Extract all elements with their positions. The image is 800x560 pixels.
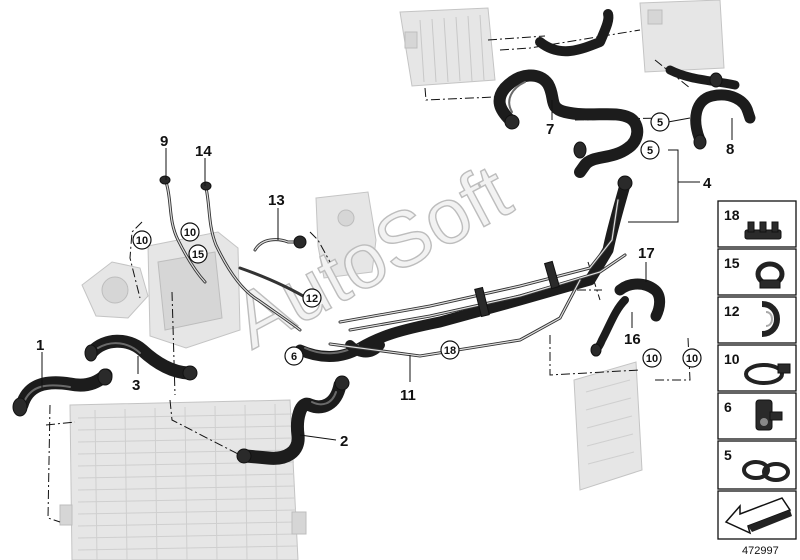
circled-callout-18: 18: [440, 340, 460, 360]
intercooler-left: [399, 7, 496, 87]
svg-text:10: 10: [184, 227, 196, 239]
callout-11: 11: [400, 387, 416, 404]
parts-legend: 18 15 12 10: [717, 200, 797, 540]
callout-9: 9: [160, 133, 168, 150]
callout-8: 8: [726, 141, 734, 158]
legend-item-5: 5: [717, 440, 797, 490]
control-unit: [573, 361, 643, 491]
pipe-9-14: [159, 175, 302, 332]
callout-17: 17: [638, 245, 655, 262]
svg-text:6: 6: [291, 351, 297, 363]
svg-text:10: 10: [646, 353, 658, 365]
leader-lines: [41, 100, 733, 441]
legend-item-18: 18: [717, 200, 797, 248]
retaining-clip-icon: [761, 301, 780, 337]
circled-callout-10c: 10: [642, 348, 662, 368]
svg-text:18: 18: [724, 207, 740, 223]
svg-text:5: 5: [724, 447, 732, 463]
svg-text:5: 5: [647, 145, 653, 157]
cable-clip-icon: [744, 221, 782, 240]
pipe-18: [328, 278, 582, 358]
svg-text:10: 10: [136, 235, 148, 247]
hose-2: [236, 375, 350, 465]
engine-block: [147, 231, 241, 349]
hose-clamp-icon: [744, 363, 791, 385]
callout-13: 13: [268, 192, 285, 209]
svg-text:12: 12: [724, 303, 740, 319]
circled-callout-5b: 5: [640, 140, 660, 160]
callout-4: 4: [703, 175, 712, 192]
callout-7: 7: [546, 121, 554, 138]
circled-callout-12: 12: [302, 288, 322, 308]
reference-arrow-icon: [724, 497, 792, 535]
circled-callout-10d: 10: [682, 348, 702, 368]
svg-text:10: 10: [724, 351, 740, 367]
pipe-4: [338, 198, 627, 332]
callout-labels: 1 2 3 4 7 8 9 11 13 14 16 17: [36, 121, 734, 450]
bracket-clip-icon: [755, 399, 783, 431]
callout-1: 1: [36, 337, 44, 354]
hose-7: [493, 9, 644, 178]
hose-clip-icon: [755, 261, 785, 289]
svg-text:15: 15: [192, 249, 204, 261]
callout-3: 3: [132, 377, 140, 394]
legend-item-12: 12: [717, 296, 797, 344]
coolant-pump: [81, 261, 149, 319]
callout-14: 14: [195, 143, 212, 160]
hose-16-17: [590, 278, 666, 357]
circled-callout-5a: 5: [650, 112, 670, 132]
spring-clamp-icon: [742, 460, 790, 482]
hose-13: [238, 235, 312, 302]
legend-item-arrow: [717, 490, 797, 540]
svg-text:12: 12: [306, 293, 318, 305]
svg-text:15: 15: [724, 255, 740, 271]
circled-callout-15: 15: [188, 244, 208, 264]
intercooler-right: [639, 0, 725, 73]
radiator: [59, 399, 307, 560]
legend-item-10: 10: [717, 344, 797, 392]
expansion-tank: [315, 191, 377, 279]
callout-16: 16: [624, 331, 641, 348]
document-number: 472997: [742, 545, 779, 557]
hose-1: [12, 368, 113, 417]
svg-text:10: 10: [686, 353, 698, 365]
circled-callouts: 5 5 6 10 10 10 10 12: [132, 112, 702, 368]
svg-text:18: 18: [444, 345, 456, 357]
svg-text:6: 6: [724, 399, 732, 415]
legend-item-6: 6: [717, 392, 797, 440]
svg-text:5: 5: [657, 117, 663, 129]
circled-callout-10a: 10: [132, 230, 152, 250]
circled-callout-10b: 10: [180, 222, 200, 242]
circled-callout-6: 6: [284, 346, 304, 366]
legend-item-15: 15: [717, 248, 797, 296]
callout-2: 2: [340, 433, 348, 450]
watermark: AutoSoft: [219, 147, 525, 365]
hose-8: [665, 65, 756, 150]
hose-3: [84, 334, 198, 381]
